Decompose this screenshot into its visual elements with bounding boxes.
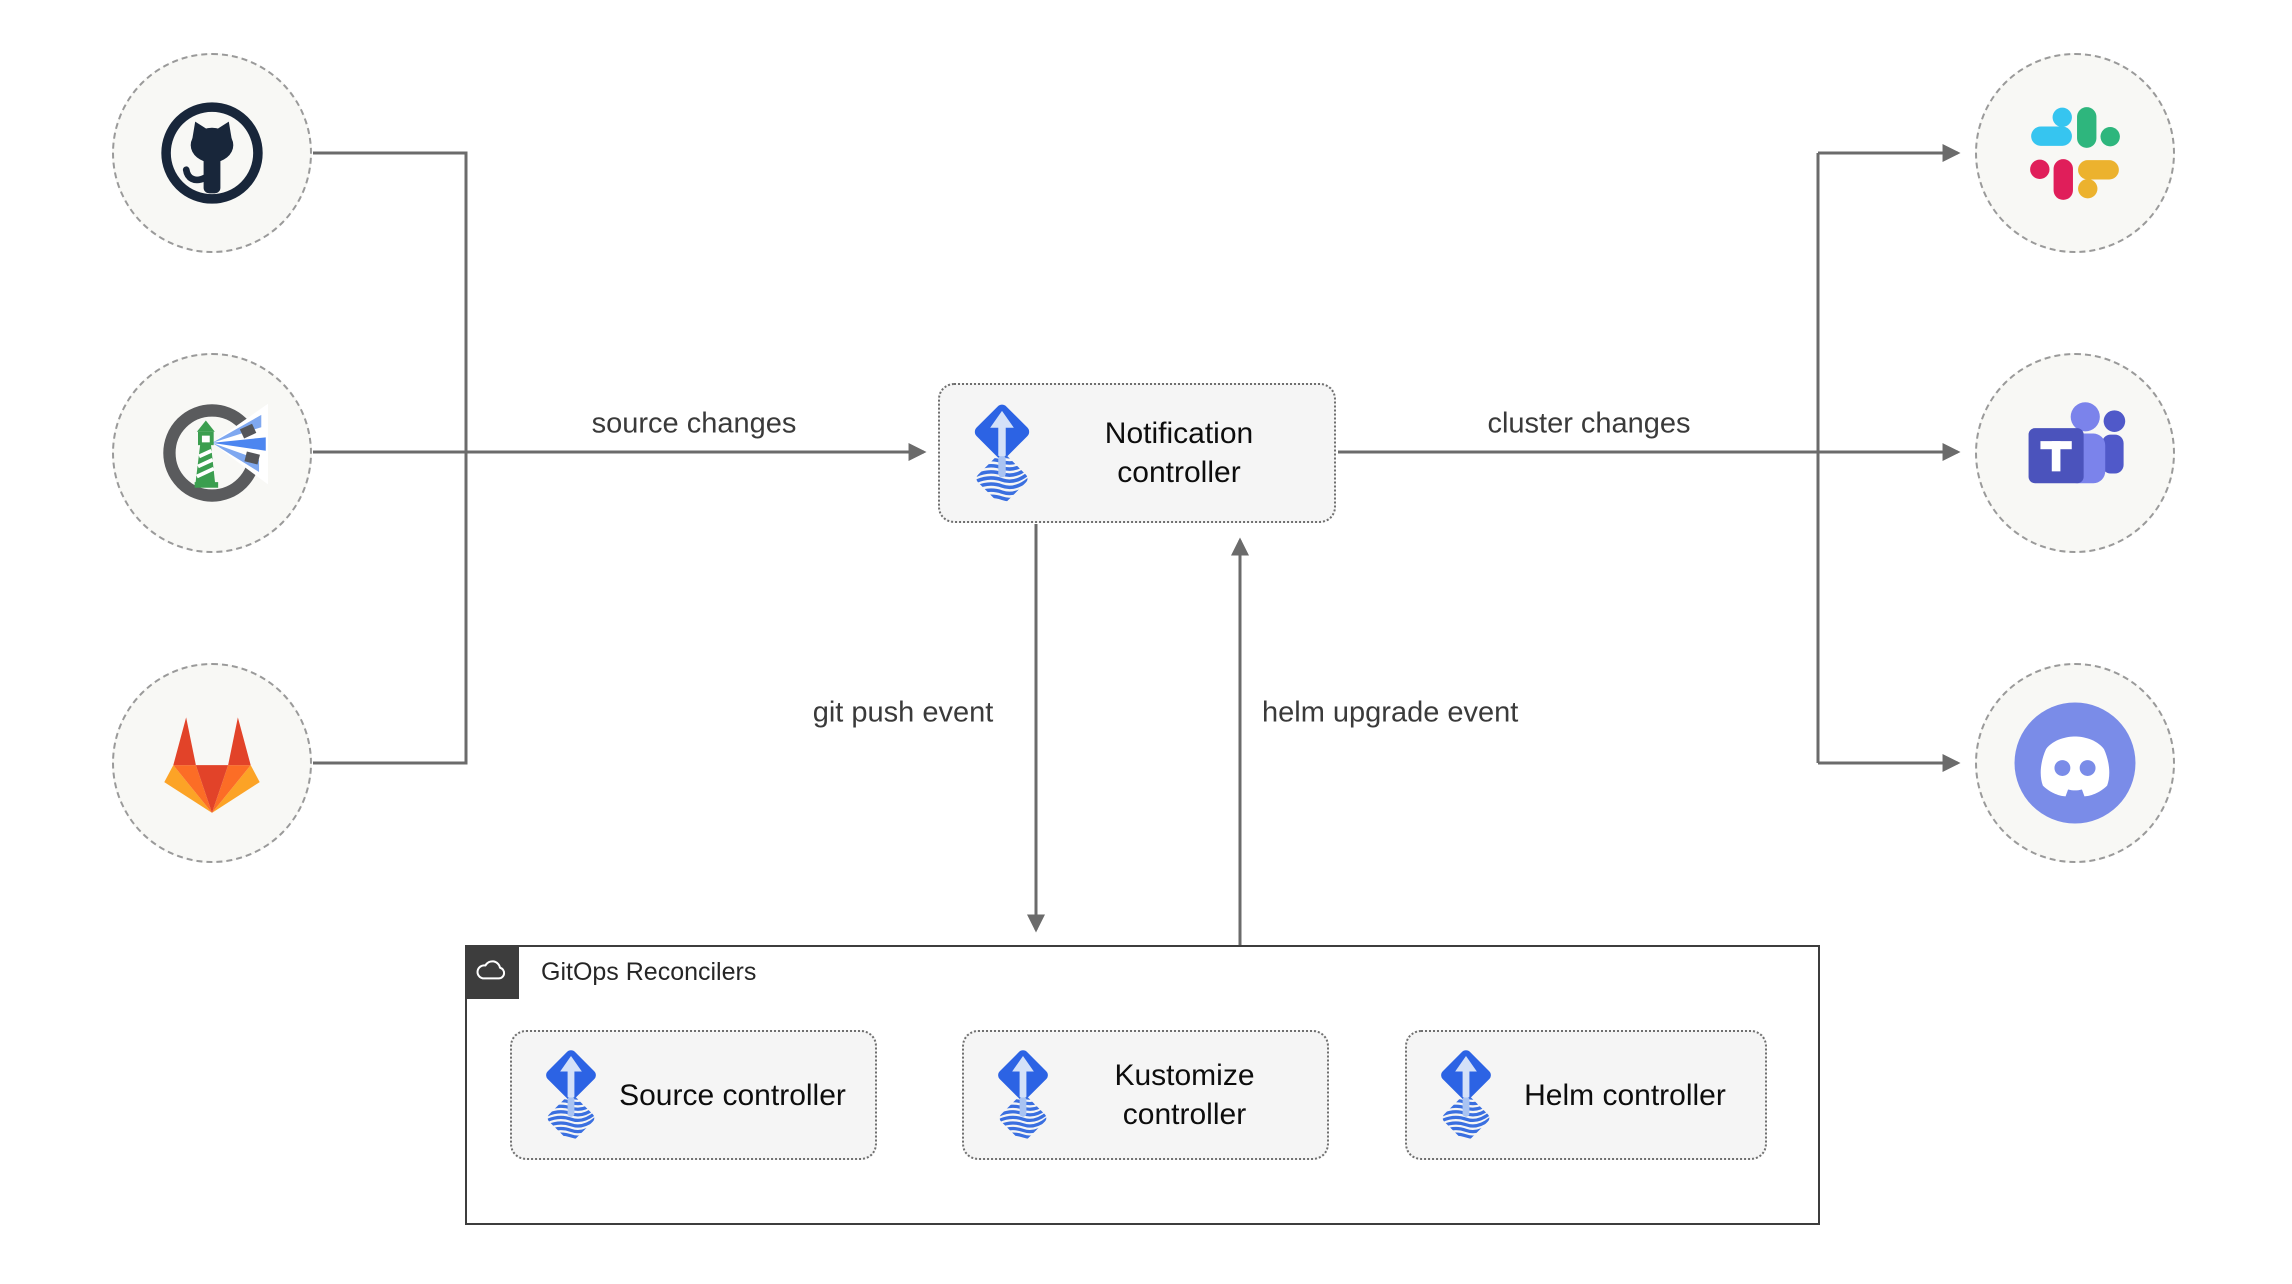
kustomize-controller-label: Kustomize controller [1114, 1059, 1255, 1131]
node-helm-controller: Helm controller [1405, 1030, 1767, 1160]
edge-label-source-changes: source changes [591, 407, 797, 440]
teams-icon [2021, 399, 2129, 507]
cloud-icon [472, 952, 512, 992]
helm-controller-label: Helm controller [1524, 1078, 1726, 1112]
flux-icon [992, 1046, 1054, 1144]
node-source-controller: Source controller [510, 1030, 877, 1160]
slack-icon [2024, 102, 2126, 204]
github-icon [156, 97, 268, 209]
node-harbor [112, 353, 312, 553]
node-github [112, 53, 312, 253]
harbor-icon [156, 397, 268, 509]
node-gitlab [112, 663, 312, 863]
node-kustomize-controller: Kustomize controller [962, 1030, 1329, 1160]
group-title: GitOps Reconcilers [541, 957, 757, 986]
node-notification-controller: Notification controller [938, 383, 1336, 523]
flux-icon [1435, 1046, 1497, 1144]
node-discord [1975, 663, 2175, 863]
group-header: GitOps Reconcilers [465, 945, 756, 999]
edge-label-git-push-event: git push event [812, 696, 994, 729]
edge-label-helm-upgrade-event: helm upgrade event [1262, 696, 1519, 729]
node-slack [1975, 53, 2175, 253]
flux-icon [968, 400, 1036, 507]
node-teams [1975, 353, 2175, 553]
notification-controller-label: Notification controller [1104, 417, 1254, 489]
discord-icon [2012, 700, 2138, 826]
flux-icon [540, 1046, 602, 1144]
edge-label-cluster-changes: cluster changes [1487, 407, 1691, 440]
source-controller-label: Source controller [619, 1078, 846, 1112]
group-badge [465, 945, 519, 999]
gitlab-icon [159, 710, 265, 816]
